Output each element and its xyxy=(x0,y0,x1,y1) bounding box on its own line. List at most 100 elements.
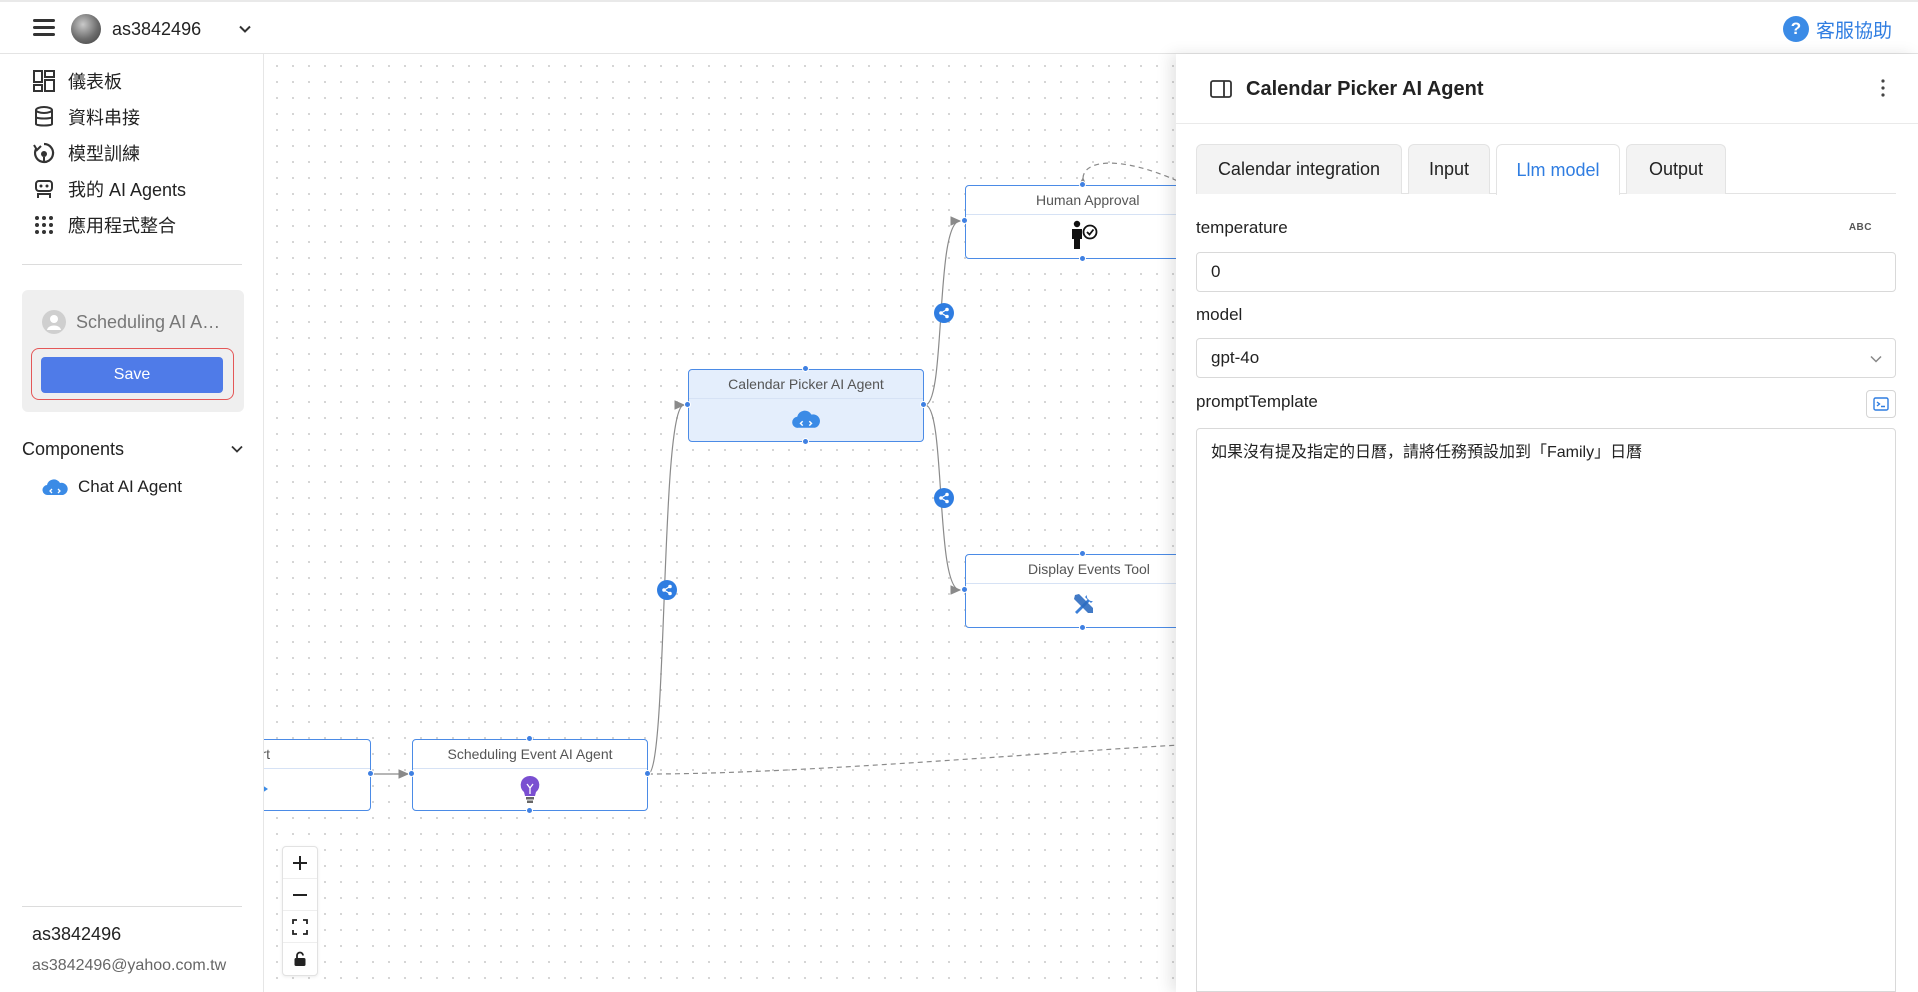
text-type-badge: ABC xyxy=(1848,222,1872,233)
tab-calendar-integration[interactable]: Calendar integration xyxy=(1196,144,1402,194)
node-handle[interactable] xyxy=(367,770,374,777)
node-handle[interactable] xyxy=(920,401,927,408)
node-handle[interactable] xyxy=(1079,550,1086,557)
node-divider xyxy=(689,398,923,399)
panel-title: Calendar Picker AI Agent xyxy=(1246,78,1484,100)
node-handle[interactable] xyxy=(526,735,533,742)
sidebar-item-apps[interactable]: 應用程式整合 xyxy=(32,210,176,240)
components-label: Components xyxy=(22,438,125,459)
terminal-icon xyxy=(1873,397,1889,411)
branch-icon[interactable] xyxy=(934,488,954,508)
top-bar: as3842496 ? 客服協助 xyxy=(0,0,1918,54)
help-button[interactable]: ? 客服協助 xyxy=(1782,15,1892,43)
model-training-icon xyxy=(33,142,55,164)
sidebar-item-training[interactable]: 模型訓練 xyxy=(32,138,140,168)
panel-tabs: Calendar integration Input Llm model Out… xyxy=(1196,144,1896,195)
sidebar-item-agents[interactable]: 我的 AI Agents xyxy=(32,174,186,204)
chevron-down-icon[interactable] xyxy=(238,22,252,36)
plus-icon xyxy=(293,855,307,870)
sidebar-item-label: 應用程式整合 xyxy=(68,216,176,236)
node-human-approval[interactable]: Human Approval xyxy=(965,185,1205,259)
chevron-down-icon xyxy=(1870,355,1882,363)
panel-header: Calendar Picker AI Agent xyxy=(1176,54,1918,124)
menu-icon[interactable] xyxy=(33,19,55,37)
tools-icon xyxy=(1067,589,1101,619)
node-handle[interactable] xyxy=(1079,255,1086,262)
temperature-label: temperature xyxy=(1196,218,1288,237)
model-select-value: gpt-4o xyxy=(1211,348,1260,367)
cloud-agent-icon xyxy=(789,404,823,434)
top-username[interactable]: as3842496 xyxy=(112,19,202,39)
temperature-input[interactable]: 0 xyxy=(1196,252,1896,292)
tab-llm-model[interactable]: Llm model xyxy=(1496,144,1620,195)
prompt-template-textarea[interactable]: 如果沒有提及指定的日曆，請將任務預設加到「Family」日曆 xyxy=(1196,428,1896,992)
flow-name-text: Scheduling AI Agent xyxy=(76,311,226,332)
node-handle[interactable] xyxy=(802,438,809,445)
save-button[interactable]: Save xyxy=(41,357,223,393)
zoom-in-button[interactable] xyxy=(283,847,317,879)
prompt-template-label: promptTemplate xyxy=(1196,392,1318,411)
node-title: Human Approval xyxy=(1036,192,1140,208)
sidebar-item-label: 我的 AI Agents xyxy=(68,180,187,200)
dashboard-icon xyxy=(33,70,55,92)
zoom-out-button[interactable] xyxy=(283,879,317,911)
sidebar-item-label: 模型訓練 xyxy=(68,144,140,164)
lightbulb-icon xyxy=(513,774,547,804)
node-handle[interactable] xyxy=(961,217,968,224)
chevron-down-icon xyxy=(231,445,243,453)
sidebar-item-data[interactable]: 資料串接 xyxy=(32,102,140,132)
node-divider xyxy=(413,768,647,769)
node-title: Calendar Picker AI Agent xyxy=(728,376,884,392)
node-display-events-tool[interactable]: Display Events Tool xyxy=(965,554,1205,628)
robot-icon xyxy=(35,180,53,198)
person-icon xyxy=(42,310,66,334)
database-icon xyxy=(35,106,53,127)
node-title: Display Events Tool xyxy=(1028,561,1150,577)
apps-grid-icon xyxy=(35,216,53,234)
tab-output[interactable]: Output xyxy=(1626,144,1726,194)
avatar[interactable] xyxy=(71,14,101,44)
sidebar-divider xyxy=(22,264,242,265)
component-chat-ai-agent[interactable]: Chat AI Agent xyxy=(42,472,182,502)
more-vertical-icon[interactable] xyxy=(1878,76,1888,100)
help-icon: ? xyxy=(1782,16,1809,42)
sidebar-item-label: 儀表板 xyxy=(68,72,122,92)
save-highlight: Save xyxy=(31,348,234,400)
node-handle[interactable] xyxy=(1079,181,1086,188)
panel-toggle-icon[interactable] xyxy=(1210,80,1232,98)
branch-icon[interactable] xyxy=(657,580,677,600)
node-divider xyxy=(231,768,370,769)
sidebar-username: as3842496 xyxy=(32,924,122,944)
node-handle[interactable] xyxy=(961,586,968,593)
branch-icon[interactable] xyxy=(934,303,954,323)
components-toggle[interactable]: Components xyxy=(22,434,244,464)
node-scheduling-event-ai-agent[interactable]: Scheduling Event AI Agent xyxy=(412,739,648,811)
node-calendar-picker-ai-agent[interactable]: Calendar Picker AI Agent xyxy=(688,369,924,442)
node-title: Scheduling Event AI Agent xyxy=(447,746,613,762)
lock-button[interactable] xyxy=(283,943,317,975)
node-handle[interactable] xyxy=(644,770,651,777)
node-handle[interactable] xyxy=(802,365,809,372)
node-settings-panel: Calendar Picker AI Agent Calendar integr… xyxy=(1176,54,1918,992)
cloud-agent-icon xyxy=(42,479,68,496)
model-label: model xyxy=(1196,305,1243,324)
model-select[interactable]: gpt-4o xyxy=(1196,338,1896,378)
node-handle[interactable] xyxy=(1079,624,1086,631)
prompt-editor-button[interactable] xyxy=(1866,390,1896,418)
node-divider xyxy=(966,214,1204,215)
sidebar-divider xyxy=(22,906,242,907)
fit-view-icon xyxy=(292,918,308,935)
help-label: 客服協助 xyxy=(1815,20,1892,42)
human-approval-icon xyxy=(1067,220,1101,250)
lock-icon xyxy=(294,951,306,966)
flow-card: Scheduling AI Agent Save xyxy=(22,290,244,412)
flow-name: Scheduling AI Agent xyxy=(42,310,232,334)
node-handle[interactable] xyxy=(684,401,691,408)
sidebar-item-dashboard[interactable]: 儀表板 xyxy=(32,66,122,96)
node-handle[interactable] xyxy=(408,770,415,777)
sidebar-email: as3842496@yahoo.com.tw xyxy=(32,957,227,974)
fit-view-button[interactable] xyxy=(283,911,317,943)
node-handle[interactable] xyxy=(526,807,533,814)
tab-input[interactable]: Input xyxy=(1408,144,1490,194)
